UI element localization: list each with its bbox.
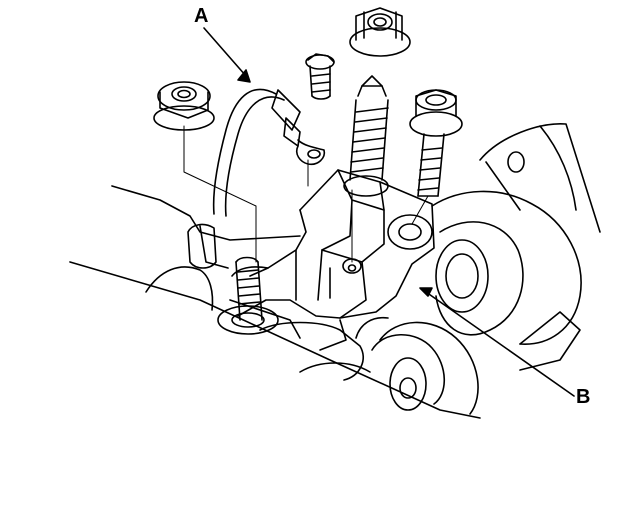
mount-bracket [231, 169, 435, 319]
callout-label-b: B [576, 386, 591, 408]
ground-cable [212, 88, 326, 217]
ground-bolt [305, 53, 335, 100]
callout-b-leader [419, 287, 575, 397]
mount-stud-center [343, 75, 389, 197]
mount-stud-left [217, 256, 279, 335]
flange-nut-center [349, 7, 411, 57]
engine-block [69, 185, 481, 419]
callout-label-a: A [194, 5, 209, 27]
flange-bolt-right [409, 89, 463, 197]
alignment-guides [183, 125, 429, 263]
bearing-housing [431, 123, 601, 371]
flange-nut-left [153, 81, 215, 131]
pulley [355, 316, 479, 415]
callout-a-leader [203, 27, 251, 83]
